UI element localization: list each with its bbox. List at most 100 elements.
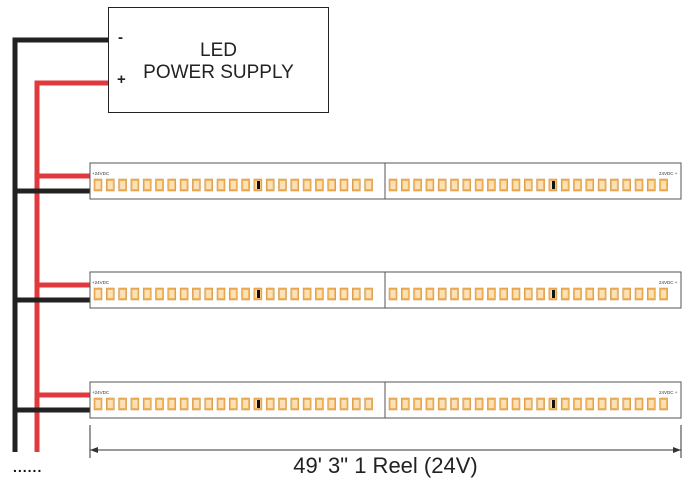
led-chip-highlight — [230, 290, 236, 298]
led-chip-highlight — [575, 400, 580, 408]
led-chip-highlight — [488, 290, 494, 298]
resistor — [257, 290, 260, 298]
led-chip-highlight — [427, 400, 433, 408]
led-chip-highlight — [661, 181, 667, 189]
led-chip-highlight — [267, 290, 273, 298]
led-chip-highlight — [452, 290, 457, 298]
led-chip-highlight — [95, 181, 101, 189]
led-chip-highlight — [316, 181, 322, 189]
led-chip-highlight — [132, 181, 138, 189]
continuation-dots: ...... — [13, 459, 43, 475]
led-chip-highlight — [329, 290, 335, 298]
led-chip-highlight — [169, 400, 175, 408]
led-chip-highlight — [599, 181, 605, 189]
resistor — [552, 290, 555, 298]
led-chip-highlight — [267, 400, 273, 408]
led-chip-highlight — [488, 400, 494, 408]
led-chip-highlight — [366, 181, 372, 189]
led-chip-highlight — [243, 290, 249, 298]
led-chip-highlight — [341, 181, 347, 189]
led-chip-highlight — [267, 181, 273, 189]
led-chip-highlight — [366, 400, 372, 408]
resistor — [552, 400, 555, 408]
led-chip-highlight — [427, 290, 433, 298]
led-chip-highlight — [427, 181, 433, 189]
dimension-arrow-left — [90, 447, 98, 453]
led-chip-highlight — [525, 181, 531, 189]
led-chip-highlight — [648, 400, 654, 408]
strip-polarity-label-left: +24VDC — [92, 171, 110, 176]
led-chip-highlight — [120, 181, 126, 189]
led-chip-highlight — [353, 290, 359, 298]
led-chip-highlight — [513, 400, 519, 408]
strip-polarity-label-left: +24VDC — [92, 390, 110, 395]
led-chip-highlight — [513, 181, 519, 189]
led-chip-highlight — [624, 181, 630, 189]
led-chip-highlight — [648, 290, 654, 298]
led-chip-highlight — [107, 290, 113, 298]
led-chip-highlight — [488, 181, 494, 189]
led-chip-highlight — [476, 181, 482, 189]
led-chip-highlight — [181, 290, 187, 298]
power-supply-title-line2: POWER SUPPLY — [143, 62, 294, 83]
led-chip-highlight — [169, 290, 175, 298]
led-chip-highlight — [476, 400, 482, 408]
led-chip-highlight — [611, 400, 617, 408]
led-chip-highlight — [292, 181, 298, 189]
led-chip-highlight — [280, 181, 285, 189]
led-chip-highlight — [206, 181, 212, 189]
led-chip-highlight — [452, 400, 457, 408]
led-chip-highlight — [353, 181, 359, 189]
positive-main-wire — [34, 80, 108, 452]
led-chip-highlight — [366, 290, 372, 298]
led-chip-highlight — [402, 181, 408, 189]
led-chip-highlight — [402, 400, 408, 408]
resistor — [257, 400, 260, 408]
led-chip-highlight — [587, 290, 593, 298]
led-chip-highlight — [132, 400, 138, 408]
led-chip-highlight — [575, 290, 580, 298]
led-chip-highlight — [218, 290, 224, 298]
led-chip-highlight — [304, 400, 310, 408]
led-chip-highlight — [316, 290, 322, 298]
led-chip-highlight — [415, 400, 421, 408]
led-chip-highlight — [464, 400, 470, 408]
led-chip-highlight — [144, 290, 150, 298]
led-chip-highlight — [636, 400, 642, 408]
led-chip-highlight — [120, 290, 126, 298]
led-chip-highlight — [415, 181, 421, 189]
led-chip-highlight — [390, 400, 396, 408]
led-chip-highlight — [181, 181, 187, 189]
led-chip-highlight — [144, 181, 150, 189]
led-chip-highlight — [538, 400, 544, 408]
led-chip-highlight — [107, 181, 113, 189]
led-chip-highlight — [464, 181, 470, 189]
led-chip-highlight — [218, 181, 224, 189]
led-chip-highlight — [587, 181, 593, 189]
led-chip-highlight — [525, 400, 531, 408]
led-chip-highlight — [501, 290, 507, 298]
strip-polarity-label-right: 24VDC + — [659, 171, 678, 176]
resistor — [257, 181, 260, 189]
led-chip-highlight — [157, 181, 162, 189]
led-chip-highlight — [243, 181, 249, 189]
led-chip-highlight — [341, 400, 347, 408]
led-chip-highlight — [390, 290, 396, 298]
led-chip-highlight — [341, 290, 347, 298]
led-chip-highlight — [439, 400, 445, 408]
led-chip-highlight — [169, 181, 175, 189]
led-power-supply: - + LED POWER SUPPLY — [108, 7, 329, 113]
led-chip-highlight — [193, 290, 199, 298]
led-chip-highlight — [476, 290, 482, 298]
led-chip-highlight — [280, 400, 285, 408]
negative-terminal-label: - — [118, 29, 123, 46]
led-chip-highlight — [402, 290, 408, 298]
led-chip-highlight — [661, 400, 667, 408]
led-chip-highlight — [636, 181, 642, 189]
strip-polarity-label-right: 24VDC + — [659, 280, 678, 285]
led-chip-highlight — [353, 400, 359, 408]
dimension-arrow-right — [673, 447, 681, 453]
led-chip-highlight — [525, 290, 531, 298]
led-chip-highlight — [292, 400, 298, 408]
